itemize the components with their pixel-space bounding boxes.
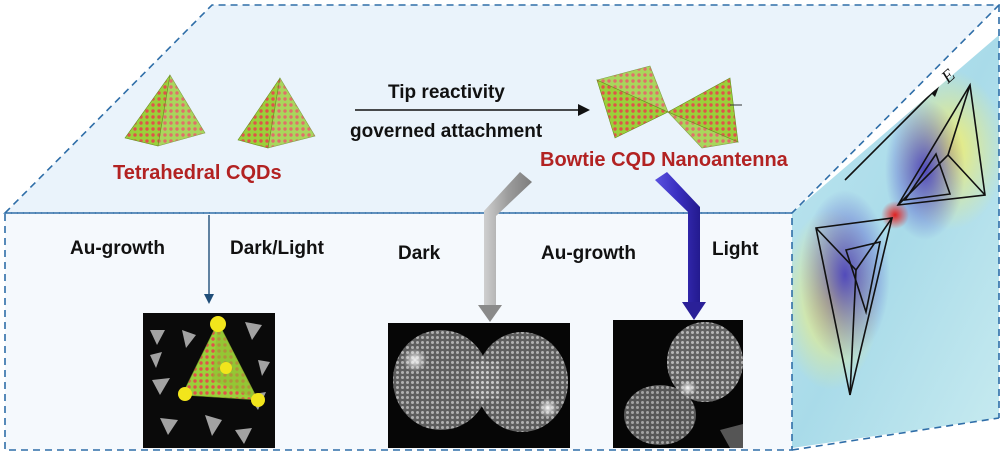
au-growth-arrow-left bbox=[204, 215, 214, 304]
tetrahedron-qd-icon bbox=[237, 77, 316, 149]
box-top-face bbox=[5, 5, 999, 213]
tetrahedral-cqds-label: Tetrahedral CQDs bbox=[113, 162, 282, 184]
tem-micrograph bbox=[388, 323, 570, 448]
light-arrow bbox=[655, 172, 706, 320]
box-edges bbox=[3, 4, 1000, 451]
bowtie-nanoantenna-label: Bowtie CQD Nanoantenna bbox=[540, 149, 788, 171]
light-label: Light bbox=[712, 239, 759, 260]
dark-light-label: Dark/Light bbox=[230, 238, 324, 259]
bowtie-qd-icon bbox=[596, 65, 742, 149]
tem-micrograph bbox=[613, 320, 743, 448]
dark-arrow bbox=[478, 172, 532, 322]
tem-micrograph bbox=[143, 313, 275, 448]
governed-attachment-label: governed attachment bbox=[350, 121, 543, 142]
tetrahedron-qd-icon bbox=[124, 74, 206, 147]
au-growth-label-mid: Au-growth bbox=[541, 243, 636, 264]
field-simulation-panel bbox=[792, 35, 999, 448]
tip-reactivity-label: Tip reactivity bbox=[388, 82, 505, 103]
au-growth-label-left: Au-growth bbox=[70, 238, 165, 259]
dark-label: Dark bbox=[398, 243, 441, 264]
attachment-arrow bbox=[355, 104, 590, 116]
